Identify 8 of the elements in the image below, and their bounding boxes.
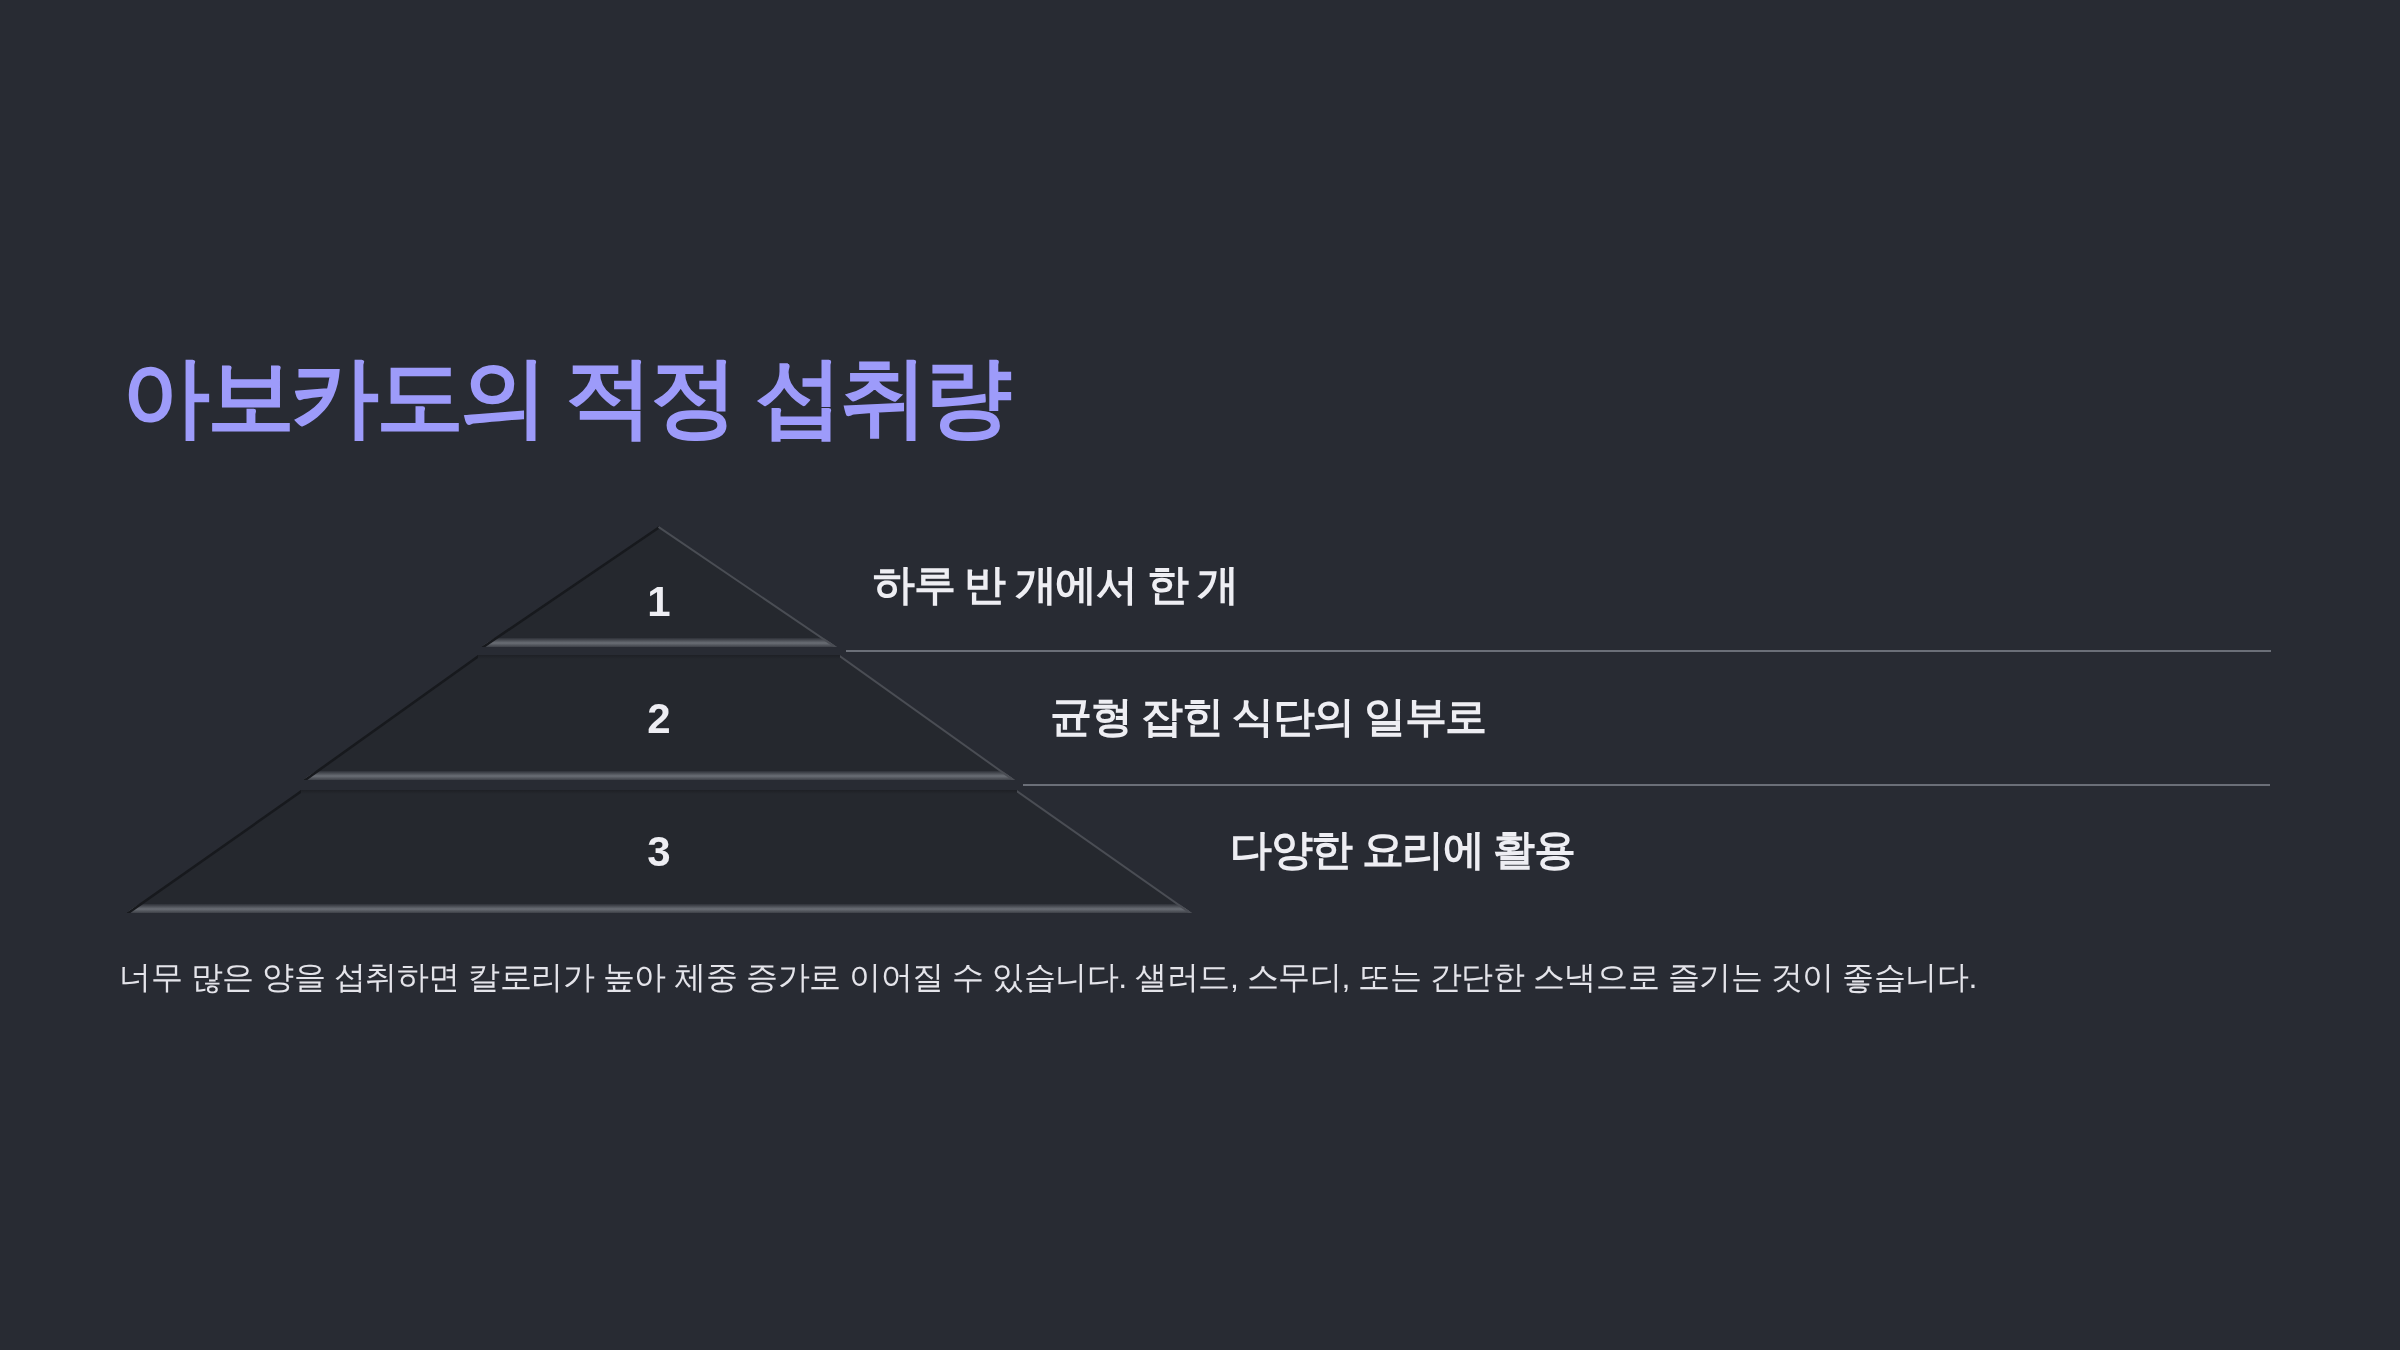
layer-number: 3 xyxy=(647,831,671,873)
layer-number: 2 xyxy=(647,698,671,740)
layer-caption: 하루 반 개에서 한 개 xyxy=(873,561,1238,609)
layer-caption: 균형 잡힌 식단의 일부로 xyxy=(1050,693,1486,741)
title: 아보카도의 적정 섭취량 xyxy=(122,347,1009,447)
paragraph: 너무 많은 양을 섭취하면 칼로리가 높아 체중 증가로 이어질 수 있습니다. 샐러드, 스무디, 또는 간단한 스낵으로 즐기는 것이 좋습니다. xyxy=(119,957,1977,997)
layer-number: 1 xyxy=(647,581,671,623)
layer-caption: 다양한 요리에 활용 xyxy=(1230,826,1575,874)
